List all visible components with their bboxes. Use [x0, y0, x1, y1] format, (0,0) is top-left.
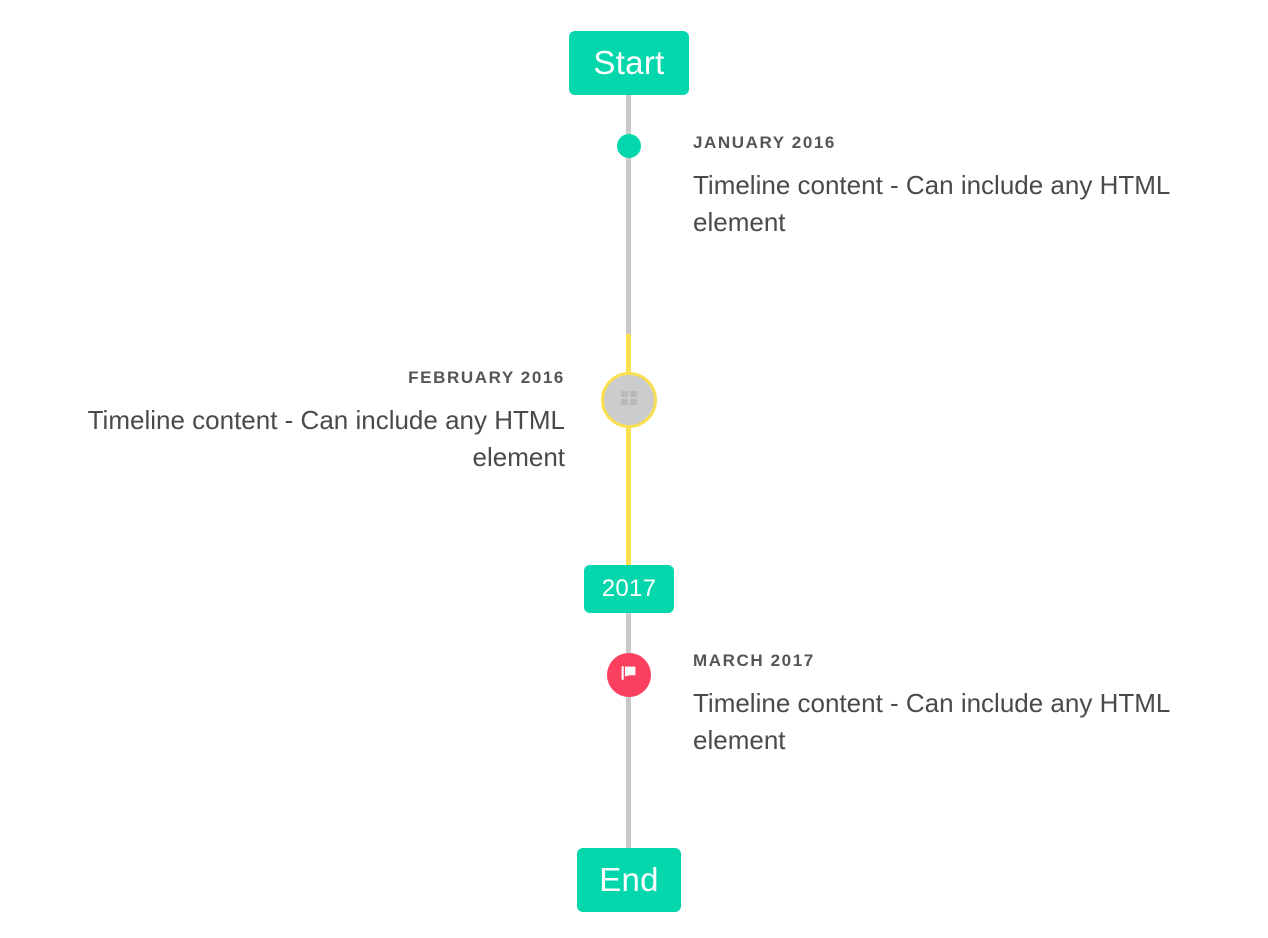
- timeline-rail-segment-top: [626, 80, 631, 338]
- timeline-entry-heading: FEBRUARY 2016: [408, 368, 565, 387]
- timeline-entry-body: Timeline content - Can include any HTML …: [87, 405, 565, 472]
- timeline-entry-heading: MARCH 2017: [693, 651, 815, 670]
- timeline-entry-march: MARCH 2017 Timeline content - Can includ…: [693, 651, 1233, 759]
- timeline-entry-body: Timeline content - Can include any HTML …: [693, 170, 1170, 237]
- timeline-entry-january: JANUARY 2016 Timeline content - Can incl…: [693, 133, 1233, 241]
- timeline-rail-segment-bottom: [626, 608, 631, 860]
- timeline-entry-body: Timeline content - Can include any HTML …: [693, 688, 1170, 755]
- timeline-entry-february: FEBRUARY 2016 Timeline content - Can inc…: [20, 368, 565, 476]
- calendar-icon: [620, 389, 638, 412]
- timeline-end-badge[interactable]: End: [577, 848, 681, 912]
- timeline-start-badge[interactable]: Start: [569, 31, 689, 95]
- timeline-marker-flag[interactable]: [607, 653, 651, 697]
- timeline-marker-calendar[interactable]: [601, 372, 657, 428]
- timeline-entry-heading: JANUARY 2016: [693, 133, 836, 152]
- timeline-year-badge[interactable]: 2017: [584, 565, 674, 613]
- timeline-rail-segment-highlighted: [626, 334, 631, 568]
- flag-icon: [618, 662, 640, 689]
- timeline-marker-dot[interactable]: [617, 134, 641, 158]
